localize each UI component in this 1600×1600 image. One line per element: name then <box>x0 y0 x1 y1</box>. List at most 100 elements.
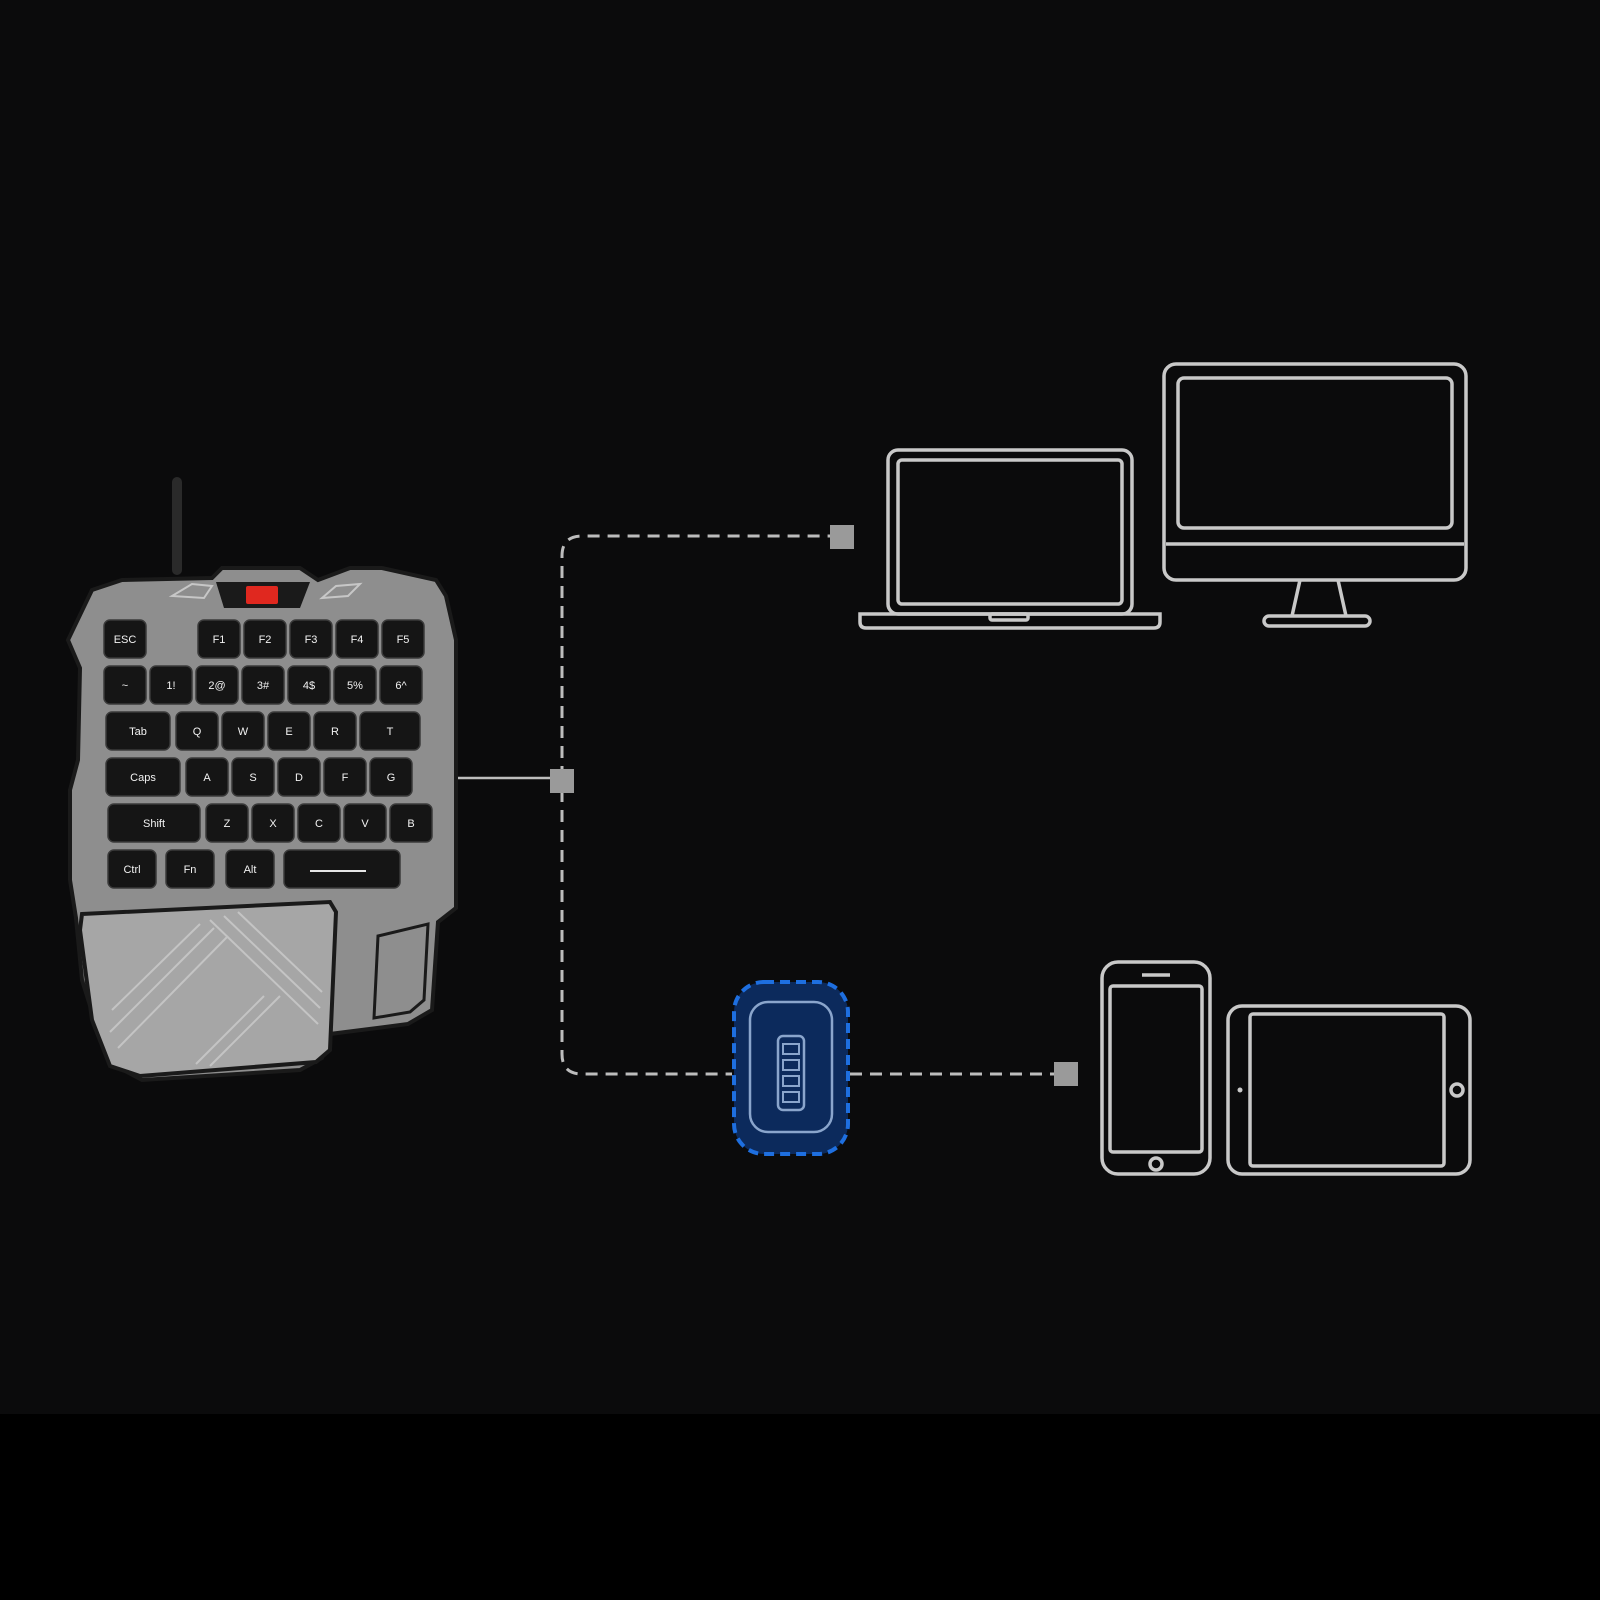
mobile-node <box>1054 1062 1078 1086</box>
keycap-label: R <box>331 726 339 738</box>
keycap-label: Caps <box>130 772 156 784</box>
keycap-2 <box>195 665 239 705</box>
keycap-label: Shift <box>143 818 165 830</box>
laptop-notch <box>988 612 1030 622</box>
adapter-body <box>732 980 850 1156</box>
keycap-b <box>389 803 433 843</box>
phone-body <box>1100 960 1212 1176</box>
usb-otg-adapter-icon <box>732 980 850 1156</box>
keycap-5 <box>333 665 377 705</box>
monitor-frame <box>1162 362 1468 582</box>
keycap-label: 6^ <box>395 680 407 692</box>
keycap-4 <box>287 665 331 705</box>
connector-to-computers <box>560 534 830 778</box>
keycap-label: 1! <box>166 680 175 692</box>
keyboard-top-vent-left <box>168 582 214 600</box>
keycap-label: 2@ <box>208 680 225 692</box>
bottom-band <box>0 1414 1600 1600</box>
keycap-3 <box>241 665 285 705</box>
keycap-sym0 <box>103 665 147 705</box>
keycap-space <box>283 849 401 889</box>
keycap-g <box>369 757 413 797</box>
junction-node <box>550 769 574 793</box>
keycap-label: 4$ <box>303 680 315 692</box>
keyboard-led-logo <box>246 586 278 604</box>
keycap-6 <box>379 665 423 705</box>
keycap-label: S <box>249 772 256 784</box>
keycap-v <box>343 803 387 843</box>
keycap-label: Z <box>224 818 231 830</box>
tablet-body <box>1226 1004 1472 1176</box>
keycap-1 <box>149 665 193 705</box>
keycap-label: Alt <box>244 864 257 876</box>
keycap-label: W <box>238 726 249 738</box>
computers-node <box>830 525 854 549</box>
monitor-stand <box>1290 579 1348 617</box>
keycap-label: F3 <box>305 634 318 646</box>
keycap-label: F5 <box>397 634 410 646</box>
adapter-port <box>776 1034 806 1112</box>
keycap-shift <box>107 803 201 843</box>
keycap-label: T <box>387 726 394 738</box>
keycap-x <box>251 803 295 843</box>
keycap-label: B <box>407 818 414 830</box>
keycap-f2 <box>243 619 287 659</box>
keycap-d <box>277 757 321 797</box>
keycap-esc <box>103 619 147 659</box>
keycap-label: ESC <box>114 634 137 646</box>
keycap-label: ~ <box>122 680 128 692</box>
connector-lines <box>458 534 1054 1076</box>
keycap-label: E <box>285 726 292 738</box>
keycap-fn <box>165 849 215 889</box>
tablet-icon <box>1226 1004 1472 1176</box>
keycap-label: D <box>295 772 303 784</box>
keycap-label: G <box>387 772 396 784</box>
laptop-icon <box>858 448 1162 630</box>
phone-home-button <box>1148 1156 1164 1172</box>
keycap-ctrl <box>107 849 157 889</box>
keycap-a <box>185 757 229 797</box>
keycap-c <box>297 803 341 843</box>
keycap-f4 <box>335 619 379 659</box>
laptop-screen <box>896 458 1124 606</box>
keycap-label: Q <box>193 726 202 738</box>
keyboard-wrist-rest <box>77 899 339 1079</box>
keyboard-thumb-pad <box>372 922 430 1020</box>
keycap-tab <box>105 711 171 751</box>
keycap-label: F1 <box>213 634 226 646</box>
keyboard-top-vent-right <box>319 582 363 600</box>
keycap-label: 3# <box>257 680 270 692</box>
phone-screen <box>1108 984 1204 1154</box>
adapter-inner <box>748 1000 834 1134</box>
keycap-z <box>205 803 249 843</box>
keycap-label: 5% <box>347 680 363 692</box>
keycap-w <box>221 711 265 751</box>
monitor-screen <box>1176 376 1454 530</box>
connector-to-adapter <box>560 790 732 1076</box>
keycap-s <box>231 757 275 797</box>
tablet-camera <box>1237 1087 1243 1093</box>
keycap-label: F <box>342 772 349 784</box>
keycap-f3 <box>289 619 333 659</box>
wrist-rest-pattern <box>109 911 323 1067</box>
keycap-label: C <box>315 818 323 830</box>
keycap-label: V <box>361 818 369 830</box>
keycap-label: F2 <box>259 634 272 646</box>
keycap-caps <box>105 757 181 797</box>
keycap-q <box>175 711 219 751</box>
keycap-label: Tab <box>129 726 147 738</box>
keycap-f5 <box>381 619 425 659</box>
tablet-screen <box>1248 1012 1446 1168</box>
smartphone-icon <box>1100 960 1212 1176</box>
laptop-base <box>858 612 1162 630</box>
keycap-r <box>313 711 357 751</box>
keycap-label: A <box>203 772 211 784</box>
tablet-home-button <box>1449 1082 1465 1098</box>
keycap-alt <box>225 849 275 889</box>
monitor-foot <box>1262 614 1372 628</box>
keycap-label: X <box>269 818 277 830</box>
keycap-f1 <box>197 619 241 659</box>
